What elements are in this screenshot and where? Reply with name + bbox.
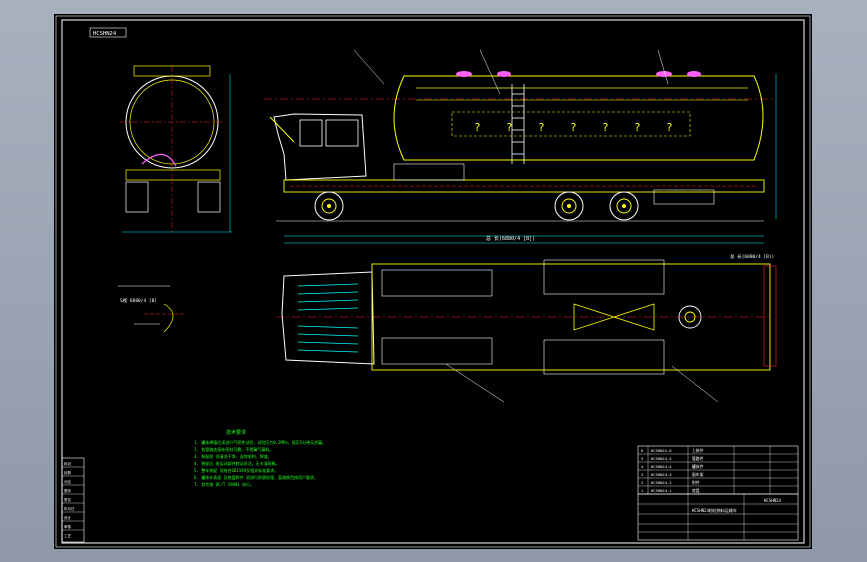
drawing-sheet[interactable]: HCSHN24 ? ? ? ? ? <box>54 14 812 549</box>
plan-dim-label: 总 长(6880/4 [B]) <box>730 253 774 260</box>
leader-line <box>353 49 385 85</box>
question-mark: ? <box>666 121 673 134</box>
strip-label: 分区 <box>64 479 71 484</box>
cab-roof-ribs <box>297 283 359 353</box>
tag-text: HCSHN24 <box>93 31 117 37</box>
cab-outline <box>273 113 367 181</box>
question-mark: ? <box>602 121 609 134</box>
tag-box <box>89 27 127 38</box>
part-name: 上装件 <box>692 448 704 453</box>
plan-box <box>381 269 493 297</box>
part-code: HCSHN24-5 <box>651 456 672 461</box>
strip-label: 审核 <box>64 524 71 529</box>
rear-bumper <box>763 265 777 367</box>
part-code: HCSHN24-6 <box>651 448 672 453</box>
part-no: 6 <box>641 448 644 453</box>
leader-line <box>671 365 719 403</box>
drawing-title: HCSHN24粉粒物料运输车 <box>692 507 737 513</box>
note-line: 7. 其余按 QC/T 29081 执行。 <box>194 481 254 487</box>
part-name: 副车架 <box>692 472 704 477</box>
technical-notes: 技术要求 1. 罐体焊接后须进行气密性试验，试验压力0.2MPa，保压5分钟无泄… <box>194 429 326 487</box>
note-line: 5. 整车装配 须符合GB1589及相关标准要求。 <box>194 467 278 473</box>
part-name: 底盘 <box>692 488 700 493</box>
part-name: 罐体件 <box>692 464 704 469</box>
end-wheel-left <box>125 181 149 213</box>
rear-box <box>653 189 715 205</box>
detail-label: S视 6880/4 [B] <box>120 297 157 304</box>
wheel-front <box>314 191 344 221</box>
strip-label: 处数 <box>64 470 71 475</box>
end-wheel-right <box>197 181 221 213</box>
plan-tank-left <box>543 259 665 295</box>
cab-window <box>299 119 323 147</box>
mirror-arm <box>269 116 295 143</box>
chassis-plan <box>371 263 771 371</box>
part-no: 1 <box>641 488 644 493</box>
ladder <box>511 84 525 164</box>
leader-line <box>657 49 669 85</box>
cab-door-window <box>325 119 359 147</box>
leader-line <box>479 49 501 95</box>
title-block: 6 HCSHN24-6 上装件 5 HCSHN24-5 管路件 4 HCSHN2… <box>637 445 799 541</box>
cross-member <box>573 303 655 331</box>
notes-title: 技术要求 <box>226 429 246 436</box>
tank-inner-panel <box>451 111 691 137</box>
wheel-rear-2 <box>609 191 639 221</box>
revision-strip: 标记 处数 分区 更改 签名 年月日 设计 审核 工艺 <box>61 457 85 543</box>
part-code: HCSHN24-4 <box>651 464 672 469</box>
detail-arc <box>163 303 174 333</box>
leader-line <box>445 363 505 403</box>
strip-label: 签名 <box>64 497 71 502</box>
strip-label: 更改 <box>64 488 71 493</box>
part-code: HCSHN24-3 <box>651 472 672 477</box>
engine-box <box>393 163 465 181</box>
wheel-rear-1 <box>554 191 584 221</box>
chassis-frame <box>283 179 765 193</box>
tank-body <box>393 75 764 161</box>
strip-label: 设计 <box>64 515 71 520</box>
side-view: ? ? ? ? ? ? ? <box>264 49 777 244</box>
part-code: HCSHN24-1 <box>651 488 672 493</box>
part-no: 5 <box>641 456 643 461</box>
note-line: 2. 各管路连接处密封可靠，不得漏气漏料。 <box>194 446 273 452</box>
drawing-number: HCSHN24 <box>764 498 781 503</box>
part-no: 2 <box>641 480 643 485</box>
outer-border <box>55 15 811 548</box>
end-view <box>120 65 232 233</box>
cab-plan <box>281 271 375 365</box>
cad-canvas[interactable]: HCSHN24 ? ? ? ? ? <box>54 14 812 549</box>
question-mark: ? <box>538 121 545 134</box>
part-no: 4 <box>641 464 644 469</box>
walkway <box>133 65 211 77</box>
note-line: 4. 装配后 各运动部件转动灵活，无卡滞现象。 <box>194 460 280 466</box>
plan-view: 总 长(6880/4 [B]) <box>276 253 777 403</box>
plan-box <box>381 337 493 365</box>
end-frame <box>125 169 221 181</box>
detail-view: S视 6880/4 [B] <box>118 285 184 333</box>
note-line: 6. 罐体外表面 及底盘附件 须进行防腐处理，面漆颜色按用户要求。 <box>194 474 318 480</box>
part-name: 管路件 <box>692 456 704 461</box>
manholes <box>456 71 701 77</box>
note-line: 1. 罐体焊接后须进行气密性试验，试验压力0.2MPa，保压5分钟无泄漏。 <box>194 439 326 445</box>
part-name: 附件 <box>692 480 700 485</box>
strip-label: 标记 <box>64 461 71 466</box>
strip-label: 年月日 <box>64 506 75 511</box>
inner-border <box>61 19 805 544</box>
overall-length-label: 总 长(6880/4 [B]) <box>486 235 535 242</box>
question-mark: ? <box>506 121 513 134</box>
strip-label: 工艺 <box>64 533 71 538</box>
plan-tank-right <box>543 339 665 375</box>
note-line: 3. 装配前 须清洗干净，去除毛刺、焊渣。 <box>194 453 272 459</box>
question-mark: ? <box>474 121 481 134</box>
part-no: 3 <box>641 472 643 477</box>
plan-wheel <box>678 305 702 329</box>
pipe <box>141 153 177 167</box>
question-mark: ? <box>570 121 577 134</box>
question-mark: ? <box>634 121 641 134</box>
title-frame <box>637 493 799 541</box>
part-code: HCSHN24-2 <box>651 480 672 485</box>
